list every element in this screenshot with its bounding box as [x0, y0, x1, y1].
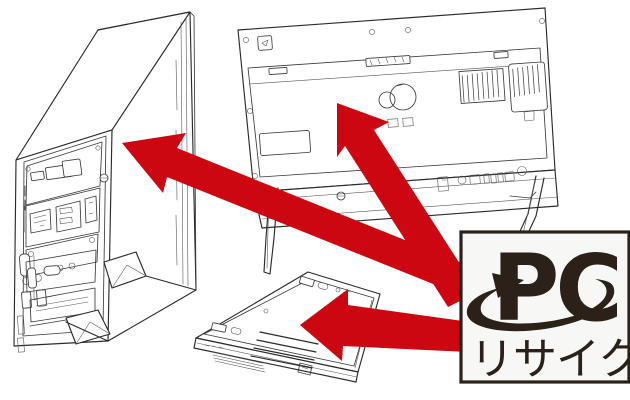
tower-side-seam-c [175, 59, 178, 111]
security-lock-slot [437, 176, 449, 192]
tower-foot-front-crease [75, 321, 111, 345]
laptop-latch-mark [301, 366, 309, 370]
monitor-latch-center [365, 55, 411, 67]
tower-psu-screw-a [30, 170, 45, 182]
monitor-hole-b [405, 27, 411, 33]
tower-base-connector [65, 321, 109, 342]
laptop-latch [297, 362, 313, 376]
vent-slats-b [512, 64, 540, 97]
speaker-grille-lines [211, 351, 266, 373]
logo-swoosh-icon [466, 273, 615, 332]
laptop-speaker-grille [211, 351, 266, 373]
laptop-screw-b [263, 308, 269, 314]
tower-mainboard-tray [25, 249, 97, 293]
monitor-brand-emblem [378, 83, 417, 111]
tower-tray-oval [27, 267, 37, 289]
monitor-recess-seam [248, 63, 542, 85]
monitor-audio-jack [517, 166, 527, 176]
tower-connector-slot-a [59, 206, 73, 215]
logo-swoosh-arrowhead [492, 273, 524, 298]
pc-recycle-logo: PC リサイクル [459, 230, 630, 385]
monitor-port-strip [437, 166, 527, 192]
tower-foot-rear-crease [111, 264, 147, 289]
tower-screw-1 [25, 166, 31, 172]
laptop-front-edge-seam [196, 342, 358, 378]
laptop-foot-b [211, 322, 227, 333]
monitor-inner-recess [247, 47, 548, 178]
monitor-power-jack [457, 175, 467, 185]
laptop-foot-a [298, 275, 315, 288]
power-switch-marks [88, 201, 94, 215]
monitor-port-small-a [387, 118, 399, 128]
monitor-usb-2 [490, 173, 497, 184]
monitor-badge-mark [261, 39, 269, 47]
tower-captive-screw [99, 173, 109, 183]
tower-power-plate [25, 187, 101, 248]
laptop-front-ports [204, 344, 224, 349]
device-desktop-tower [13, 11, 197, 353]
stand-leg-right-crease [521, 181, 536, 239]
tower-psu-fan-plate [61, 158, 83, 178]
monitor-vent-grille-left [458, 68, 506, 104]
logo-swoosh-band [466, 279, 615, 332]
tower-psu-plate [25, 141, 103, 206]
monitor-badge-plate [257, 35, 273, 51]
monitor-latch-teeth [369, 56, 405, 66]
laptop-inner-panel [203, 278, 375, 367]
battery-vent-3 [253, 347, 315, 361]
monitor-latch-right [493, 51, 509, 59]
stand-leg-left [263, 185, 279, 275]
arrow-to-tower [122, 133, 474, 296]
monitor-vent-grille-right [508, 61, 548, 122]
monitor-base-screw [336, 191, 346, 201]
monitor-access-door [259, 129, 311, 157]
emblem-tick [395, 83, 405, 87]
laptop-battery-vents [250, 331, 319, 369]
vent-slats-a [461, 69, 500, 103]
tower-screw-2 [95, 145, 101, 151]
monitor-screw-ml [247, 108, 253, 114]
tower-side-seam-a [185, 17, 189, 287]
tower-connector-slot-b [59, 216, 73, 225]
monitor-usb-3 [497, 172, 504, 183]
battery-vent-1 [259, 331, 319, 345]
tower-thumbscrew-2 [89, 237, 95, 243]
tower-base-connector-2 [145, 275, 197, 291]
tower-psu-area [25, 141, 103, 206]
monitor-screw-tl [243, 37, 249, 43]
battery-vent-2 [256, 339, 317, 353]
logo-recycle-text: リサイクル [470, 334, 630, 385]
tower-side-seam-e [175, 214, 178, 266]
battery-vent-4 [250, 355, 313, 369]
tower-stand-feet [65, 251, 197, 345]
monitor-hole-a [369, 29, 375, 35]
monitor-latch-left [268, 67, 288, 75]
power-inlet-pins [33, 214, 47, 227]
monitor-lan-port [469, 174, 481, 185]
vent-tab [523, 110, 535, 122]
laptop-pad-a [317, 282, 329, 290]
monitor-usb-1 [483, 173, 490, 184]
slot-cover-mark-b [17, 337, 25, 353]
monitor-screw-tr [539, 18, 545, 24]
tower-side-edge [189, 11, 197, 291]
monitor-rear-cover [237, 7, 556, 193]
slot-cover-mark-a [17, 315, 25, 335]
tower-tray-pill [43, 265, 61, 276]
tower-connector-block [55, 200, 82, 233]
laptop-pad-b [230, 327, 242, 335]
tower-knob-b [68, 262, 76, 270]
emblem-circle-small [378, 91, 396, 109]
monitor-screw-bl [252, 173, 258, 179]
monitor-hdmi-port [504, 171, 515, 182]
laptop-screw-a [335, 287, 341, 293]
power-switch[interactable] [84, 195, 98, 224]
monitor-port-small-b [402, 117, 414, 127]
monitor-cable-run [509, 191, 537, 199]
expansion-slot-lines [35, 296, 89, 312]
arrow-to-laptop [300, 289, 470, 361]
tower-power-row [25, 187, 101, 248]
tower-thumbscrew-1 [28, 251, 34, 257]
